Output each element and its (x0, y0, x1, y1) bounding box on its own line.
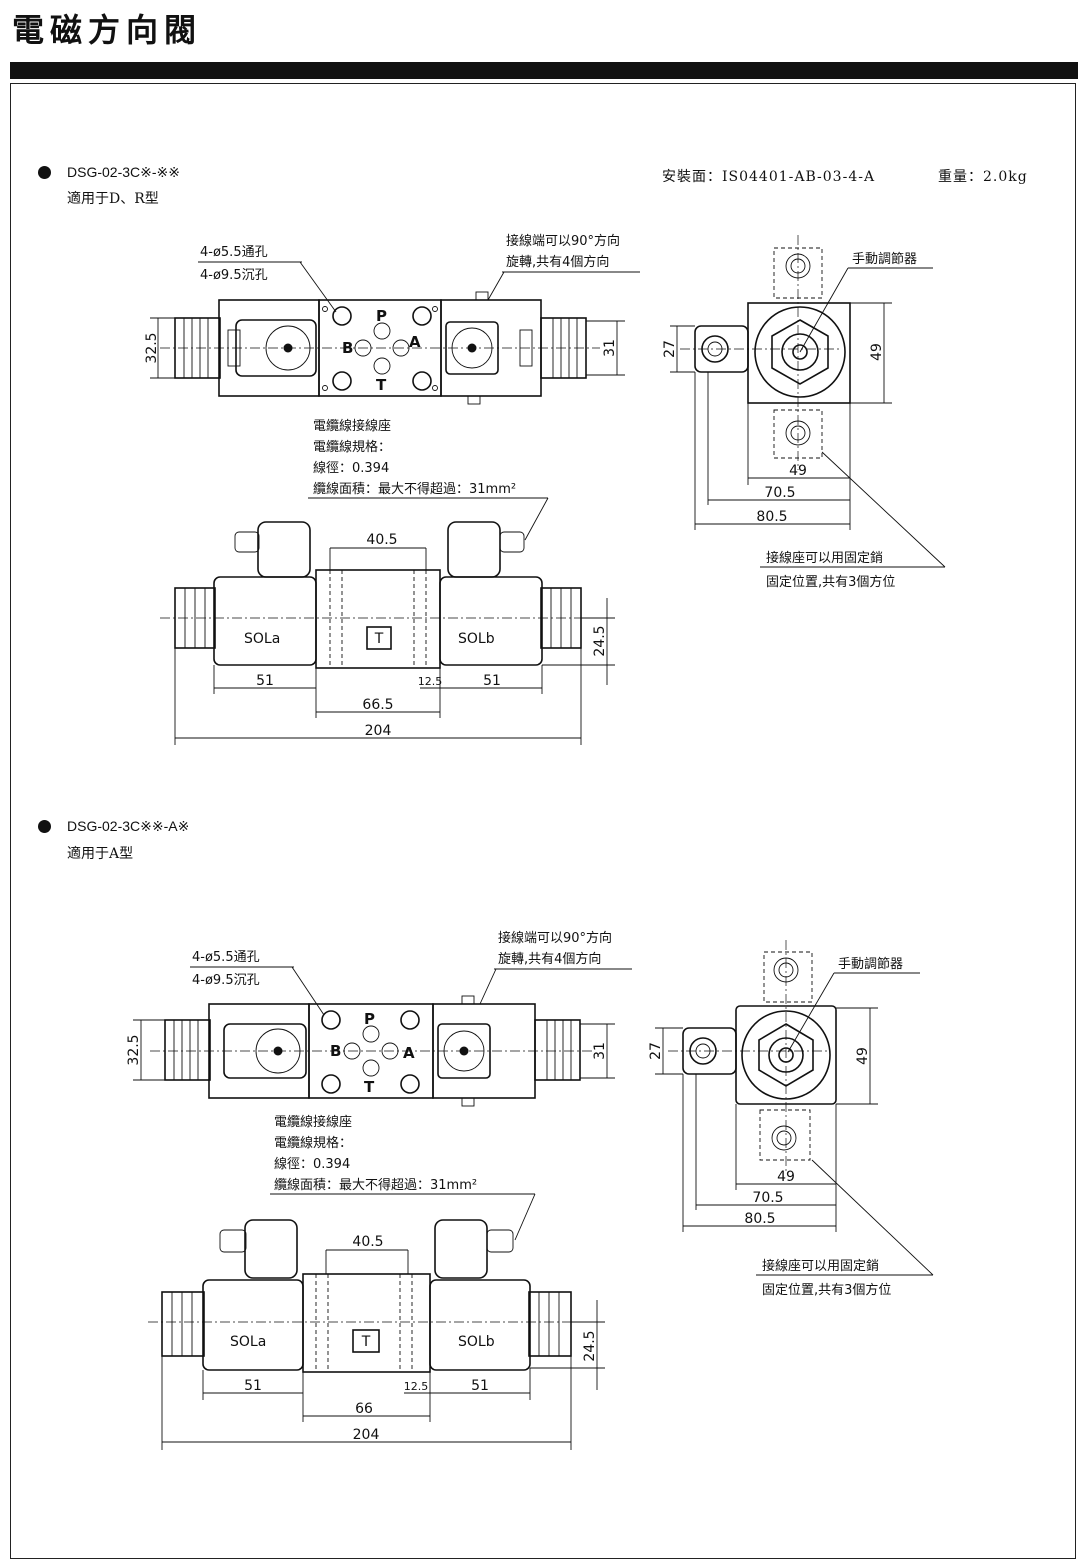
dim-31: 31 (602, 339, 618, 357)
model-code-2: DSG-02-3C※※-A※ (67, 818, 190, 834)
port-t-box-label: T (361, 1334, 371, 1350)
terminal-rotate-note-2: 旋轉,共有4個方向 (498, 951, 601, 967)
terminal-rotate-note-1: 接線端可以90°方向 (506, 233, 620, 249)
manual-override-note: 手動調節器 (852, 252, 917, 267)
dim-27: 27 (648, 1042, 664, 1060)
page-title: 電磁方向閥 (12, 11, 203, 49)
cable-note-1: 電纜線接線座 (313, 418, 391, 434)
dim-12-5: 12.5 (418, 675, 443, 688)
port-a-label: A (403, 1044, 415, 1062)
dim-51-right: 51 (483, 673, 501, 689)
dim-24-5: 24.5 (592, 625, 608, 656)
cable-note-3: 線徑：0.394 (274, 1156, 350, 1172)
dim-24-5: 24.5 (582, 1330, 598, 1361)
terminal-rotate-note-1: 接線端可以90°方向 (498, 930, 612, 946)
solenoid-a-label: SOLa (244, 631, 280, 647)
section-bullet (38, 820, 51, 833)
dim-66: 66 (355, 1401, 373, 1417)
cable-note-4: 纜線面積：最大不得超過：31mm² (313, 481, 516, 497)
terminal-rotate-note-2: 旋轉,共有4個方向 (506, 254, 609, 270)
applicable-types-2: 適用于A型 (67, 846, 134, 862)
dim-32-5: 32.5 (126, 1034, 142, 1065)
cable-note-3: 線徑：0.394 (313, 460, 389, 476)
manual-override-note: 手動調節器 (838, 957, 903, 972)
holes-through-note: 4-ø5.5通孔 (200, 245, 268, 260)
dim-204: 204 (365, 723, 392, 739)
dim-40-5: 40.5 (366, 532, 397, 548)
weight-label: 重量： (938, 169, 983, 185)
cable-note-2: 電纜線規格： (313, 439, 391, 455)
dim-49-height: 49 (855, 1047, 871, 1065)
dim-51-right: 51 (471, 1378, 489, 1394)
mounting-value: IS04401-AB-03-4-A (722, 169, 876, 185)
port-p-label: P (376, 307, 387, 325)
applicable-types-1: 適用于D、R型 (67, 191, 159, 207)
connector-pin-note-2: 固定位置,共有3個方位 (766, 574, 895, 590)
holes-through-note: 4-ø5.5通孔 (192, 950, 260, 965)
dim-80-5: 80.5 (756, 509, 787, 525)
port-p-label: P (364, 1010, 375, 1028)
dim-70-5: 70.5 (764, 485, 795, 501)
port-t-label: T (364, 1078, 375, 1096)
cable-note-4: 纜線面積：最大不得超過：31mm² (274, 1177, 477, 1193)
mounting-label: 安裝面： (662, 169, 722, 185)
connector-pin-note-2: 固定位置,共有3個方位 (762, 1282, 891, 1298)
connector-pin-note-1: 接線座可以用固定銷 (766, 550, 883, 566)
solenoid-b-label: SOLb (458, 1334, 495, 1350)
cable-note-1: 電纜線接線座 (274, 1114, 352, 1130)
weight-value: 2.0kg (983, 169, 1028, 185)
model-code-1: DSG-02-3C※-※※ (67, 164, 180, 180)
dim-204: 204 (353, 1427, 380, 1443)
dim-51-left: 51 (256, 673, 274, 689)
dim-31: 31 (592, 1042, 608, 1060)
title-bar (10, 62, 1078, 79)
port-t-box-label: T (374, 631, 384, 647)
mounting-surface: 安裝面：IS04401-AB-03-4-A (662, 166, 875, 186)
dim-51-left: 51 (244, 1378, 262, 1394)
content-frame (10, 83, 1076, 1559)
solenoid-a-label: SOLa (230, 1334, 266, 1350)
dim-49-width: 49 (789, 463, 807, 479)
port-a-label: A (409, 333, 421, 351)
connector-pin-note-1: 接線座可以用固定銷 (762, 1258, 879, 1274)
dim-27: 27 (662, 340, 678, 358)
dim-66-5: 66.5 (362, 697, 393, 713)
dim-70-5: 70.5 (752, 1190, 783, 1206)
section-bullet (38, 166, 51, 179)
weight: 重量：2.0kg (938, 166, 1028, 186)
holes-counterbore-note: 4-ø9.5沉孔 (192, 973, 260, 988)
holes-counterbore-note: 4-ø9.5沉孔 (200, 268, 268, 283)
dim-40-5: 40.5 (352, 1234, 383, 1250)
dim-12-5: 12.5 (404, 1380, 429, 1393)
port-t-label: T (376, 376, 387, 394)
cable-note-2: 電纜線規格： (274, 1135, 352, 1151)
dim-80-5: 80.5 (744, 1211, 775, 1227)
dim-49-width: 49 (777, 1169, 795, 1185)
dim-49-height: 49 (869, 343, 885, 361)
solenoid-b-label: SOLb (458, 631, 495, 647)
dim-32-5: 32.5 (144, 332, 160, 363)
